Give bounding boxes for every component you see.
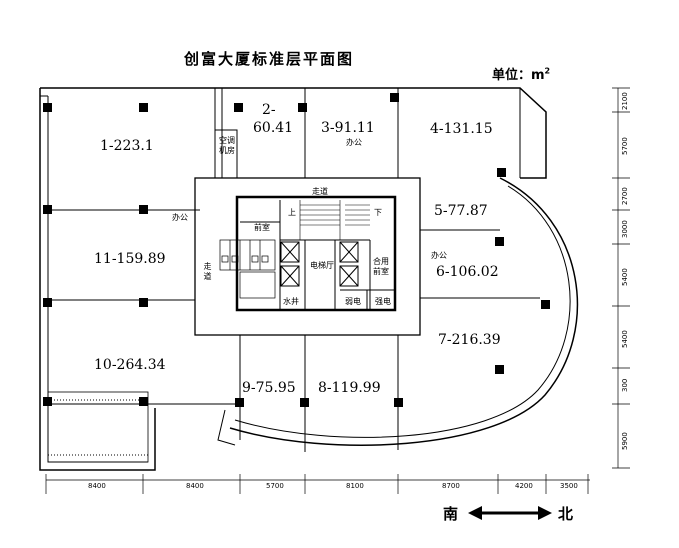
curved-facade [229,177,579,446]
room-label-9: 9-75.95 [242,380,296,396]
room-label-5: 5-77.87 [434,203,488,219]
dim-bottom-1: 8400 [88,482,106,490]
dim-bottom-5: 8700 [442,482,460,490]
stair-up-label: 上 [288,208,296,217]
room-label-10: 10-264.34 [94,357,166,373]
office-label-11: 办公 [172,213,188,222]
compass-north-label: 北 [558,505,574,523]
room-label-6: 6-106.02 [436,264,499,280]
compass-south-label: 南 [443,505,459,523]
room-label-3: 3-91.11 [321,120,375,136]
room-label-1: 1-223.1 [100,138,154,154]
dim-right-7: 300 [621,378,629,392]
water-shaft-label: 水井 [283,297,299,306]
strong-current-label: 强电 [375,297,391,306]
room-label-11: 11-159.89 [94,251,166,267]
plan-title: 创富大厦标准层平面图 [184,50,355,68]
dim-right-2: 5700 [621,137,629,155]
dim-bottom-7: 3500 [560,482,578,490]
dim-bottom-4: 8100 [346,482,364,490]
room-label-2-prefix: 2- [262,102,276,118]
room-label-4: 4-131.15 [430,121,493,137]
outer-wall-left [39,88,156,471]
room-label-8: 8-119.99 [318,380,381,396]
shared-front-label-2: 前室 [373,267,389,276]
unit-label: 单位：m2 [492,66,551,83]
dim-right-6: 5400 [621,330,629,348]
dim-right-4: 3000 [621,220,629,238]
dim-right-3: 2700 [621,187,629,205]
front-room-label: 前室 [254,223,270,232]
dim-bottom-3: 5700 [266,482,284,490]
dim-bottom-6: 4200 [515,482,533,490]
office-label-3: 办公 [346,138,362,147]
shared-front-label-1: 合用 [373,257,389,266]
ac-room-label-2: 机房 [219,146,235,155]
office-label-6: 办公 [431,251,447,260]
ac-room-label-1: 空调 [219,136,235,145]
corridor-label: 走道 [312,187,328,196]
dim-right-1: 2100 [621,92,629,110]
outer-wall [40,87,547,179]
room-label-2-area: 60.41 [253,120,294,136]
dim-bottom-2: 8400 [186,482,204,490]
dim-right-8: 5900 [621,432,629,450]
dim-right-5: 5400 [621,268,629,286]
room-label-7: 7-216.39 [438,332,501,348]
elevator-hall-label: 电梯厅 [310,261,334,270]
core-inner [235,195,397,312]
corridor-vertical-label: 走道 [203,262,212,281]
weak-current-label: 弱电 [345,297,361,306]
stair-down-label: 下 [374,208,382,217]
